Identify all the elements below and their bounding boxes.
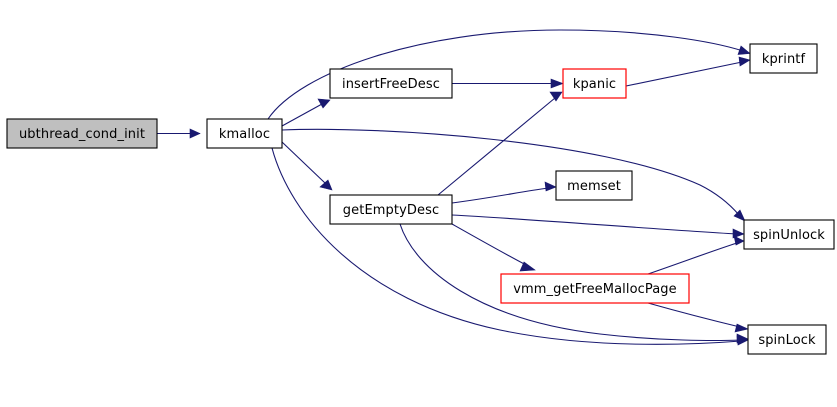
- edge-ubthread_cond_init-to-kmalloc: [157, 128, 201, 139]
- edge-line: [451, 187, 549, 204]
- node-label: insertFreeDesc: [342, 77, 440, 92]
- node-box[interactable]: [747, 324, 827, 355]
- edge-line: [451, 223, 529, 267]
- node-box[interactable]: [749, 43, 818, 74]
- node-label: memset: [567, 179, 621, 194]
- node-label: spinLock: [758, 333, 816, 348]
- arrow-head-icon: [519, 261, 536, 272]
- edge-line: [271, 147, 742, 345]
- node-vmm_getFreeMallocPage[interactable]: vmm_getFreeMallocPage: [500, 273, 690, 304]
- arrow-head-icon: [317, 98, 331, 109]
- arrow-head-icon: [734, 323, 749, 333]
- arrow-head-icon: [737, 45, 751, 55]
- node-spinUnlock[interactable]: spinUnlock: [743, 219, 835, 250]
- node-box[interactable]: [329, 68, 453, 99]
- edge-line: [267, 29, 744, 120]
- edge-insertFreeDesc-to-kpanic: [452, 78, 564, 89]
- node-box[interactable]: [206, 118, 283, 149]
- node-box[interactable]: [743, 219, 835, 250]
- node-box[interactable]: [562, 68, 627, 99]
- arrow-head-icon: [550, 78, 564, 89]
- node-box[interactable]: [6, 118, 158, 149]
- edge-vmm_getFreeMallocPage-to-spinUnlock: [647, 235, 745, 275]
- arrow-head-icon: [733, 235, 745, 246]
- edge-line: [647, 302, 741, 328]
- edge-getEmptyDesc-to-spinLock: [399, 223, 749, 344]
- arrow-head-icon: [738, 56, 751, 67]
- node-spinLock[interactable]: spinLock: [747, 324, 827, 355]
- edge-kmalloc-to-spinLock: [271, 147, 749, 346]
- edge-getEmptyDesc-to-kpanic: [437, 91, 563, 196]
- arrow-head-icon: [733, 209, 746, 222]
- edge-line: [437, 97, 556, 196]
- node-box[interactable]: [555, 170, 633, 201]
- edge-kmalloc-to-insertFreeDesc: [281, 98, 331, 127]
- node-memset[interactable]: memset: [555, 170, 633, 201]
- edge-kmalloc-to-spinUnlock: [281, 128, 746, 222]
- edge-getEmptyDesc-to-memset: [451, 181, 557, 204]
- node-label: ubthread_cond_init: [19, 127, 145, 142]
- node-kprintf[interactable]: kprintf: [749, 43, 818, 74]
- node-label: kmalloc: [219, 127, 270, 142]
- edge-line: [625, 61, 743, 87]
- arrow-head-icon: [549, 91, 563, 102]
- arrow-head-icon: [544, 181, 557, 192]
- arrow-head-icon: [319, 179, 333, 191]
- edge-getEmptyDesc-to-vmm_getFreeMallocPage: [451, 223, 536, 272]
- edge-kmalloc-to-kprintf: [267, 29, 751, 120]
- node-label: kprintf: [762, 52, 806, 67]
- edge-line: [399, 223, 742, 342]
- node-insertFreeDesc[interactable]: insertFreeDesc: [329, 68, 453, 99]
- edge-line: [281, 103, 323, 127]
- edge-kpanic-to-kprintf: [625, 56, 751, 87]
- node-getEmptyDesc[interactable]: getEmptyDesc: [329, 194, 453, 225]
- node-box[interactable]: [500, 273, 690, 304]
- node-label: vmm_getFreeMallocPage: [513, 282, 677, 297]
- node-layer: ubthread_cond_init kmalloc insertFreeDesc k…: [6, 43, 835, 355]
- edge-line: [281, 128, 740, 216]
- edge-line: [281, 141, 326, 184]
- node-label: kpanic: [573, 77, 616, 92]
- node-kmalloc[interactable]: kmalloc: [206, 118, 283, 149]
- node-kpanic[interactable]: kpanic: [562, 68, 627, 99]
- node-ubthread_cond_init[interactable]: ubthread_cond_init: [6, 118, 158, 149]
- node-box[interactable]: [329, 194, 453, 225]
- edge-layer: [157, 29, 751, 346]
- edge-line: [647, 242, 738, 275]
- edge-getEmptyDesc-to-spinUnlock: [451, 214, 745, 239]
- arrow-head-icon: [189, 128, 201, 139]
- edge-kmalloc-to-getEmptyDesc: [281, 141, 333, 191]
- node-label: getEmptyDesc: [343, 203, 439, 218]
- arrow-head-icon: [736, 333, 749, 344]
- node-label: spinUnlock: [753, 228, 825, 243]
- edge-line: [451, 214, 738, 235]
- edge-vmm_getFreeMallocPage-to-spinLock: [647, 302, 749, 333]
- arrow-head-icon: [732, 228, 745, 239]
